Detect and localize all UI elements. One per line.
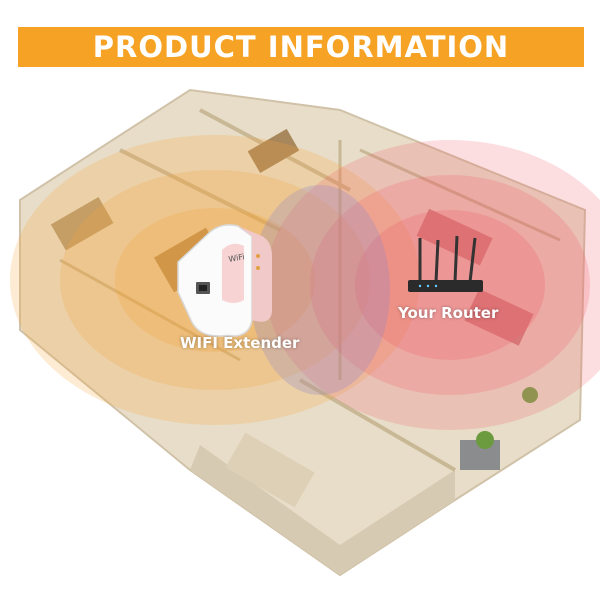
svg-text:WiFi: WiFi [228,252,246,264]
product-information-banner: PRODUCT INFORMATION [18,27,584,67]
wifi-extender-icon: WiFi [177,224,272,337]
router-label: Your Router [398,304,499,322]
overlap-region [250,185,390,395]
building-floor [19,88,587,577]
banner-title: PRODUCT INFORMATION [92,30,510,64]
router-icon [408,235,483,292]
wifi-extender-label: WIFI Extender [180,334,300,352]
